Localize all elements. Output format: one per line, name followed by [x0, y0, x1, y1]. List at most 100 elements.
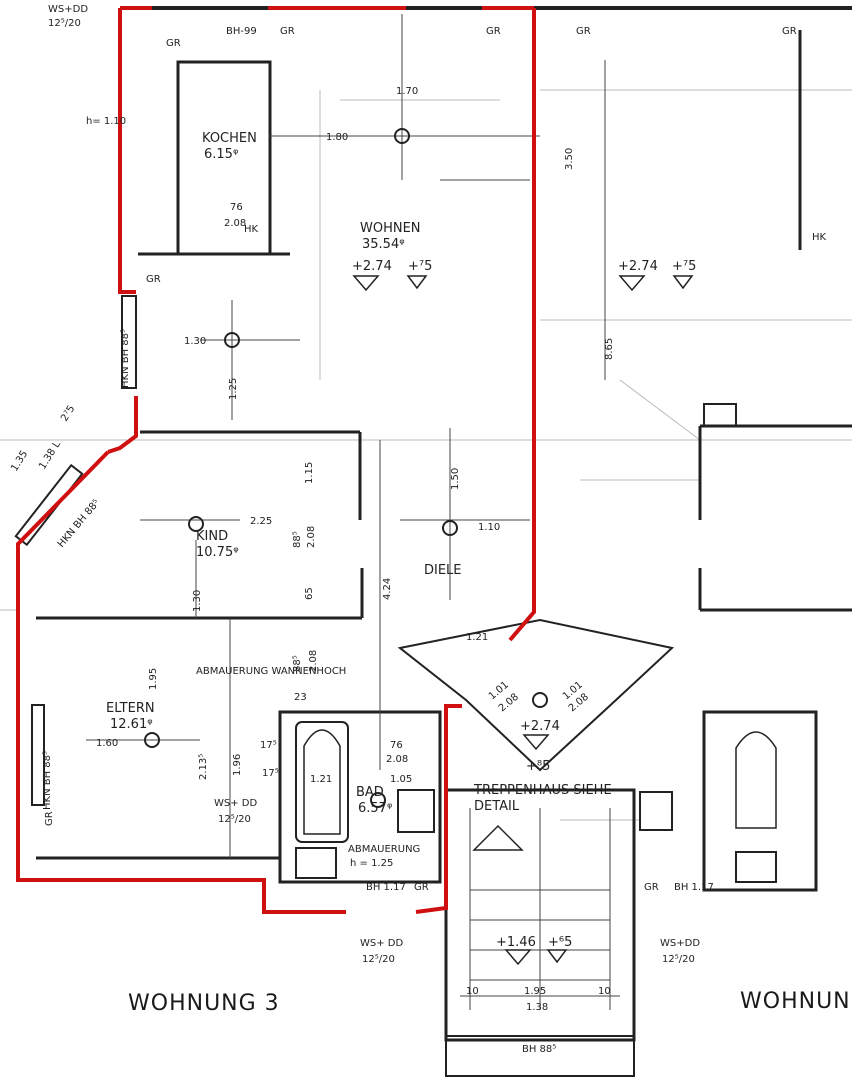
dim-10-stair-r: 10: [598, 986, 611, 997]
dim-115: 1.15: [304, 462, 315, 484]
kitchen-area: 6.15ᵠ: [204, 147, 238, 162]
kitchen-name: KOCHEN: [202, 131, 257, 146]
living-level: +2.74: [352, 259, 392, 274]
dim-135: 1.35: [9, 449, 30, 474]
apartment-name-left: WOHNUNG 3: [128, 991, 280, 1016]
dim-865: 8.65: [604, 338, 615, 360]
landing-level-2: +⁸5: [526, 759, 550, 774]
living-level-2: +⁷5: [408, 259, 432, 274]
dim-76-bath: 76: [390, 740, 403, 751]
landing-level: +2.74: [520, 719, 560, 734]
dim-130: 1.30: [184, 336, 206, 347]
abmauerung-height: h = 1.25: [350, 858, 393, 869]
dim-65: 65: [304, 587, 315, 600]
gr-top: GR: [280, 26, 295, 37]
gr-bath: GR: [414, 882, 429, 893]
gr-parents: GR: [44, 811, 55, 826]
gr-right: GR: [644, 882, 659, 893]
right-level-2: +⁷5: [672, 259, 696, 274]
walls: [14, 6, 852, 1077]
child-name: KIND: [196, 529, 228, 544]
right-level: +2.74: [618, 259, 658, 274]
hkn-bh-label-2: HKN BH 88⁵: [56, 498, 102, 550]
dim-195: 1.95: [524, 986, 546, 997]
level-markers: [144, 128, 694, 966]
parents-name: ELTERN: [106, 701, 155, 716]
hkn-bh-label-3: HKN BH 88⁵: [42, 751, 53, 810]
dim-180: 1.80: [326, 132, 348, 143]
ws-dd-bath-size: 12⁵/20: [218, 814, 251, 825]
stairs-level-2: +⁶5: [548, 935, 572, 950]
hk-right: HK: [812, 232, 827, 243]
dim-885-bath: 88⁵: [292, 655, 303, 672]
ws-dd-top: WS+DD: [48, 4, 88, 15]
dim-170: 1.70: [396, 86, 418, 97]
h110-label: h= 1.10: [86, 116, 126, 127]
dim-350: 3.50: [564, 148, 575, 170]
dim-125: 1.25: [228, 378, 239, 400]
living-area: 35.54ᵠ: [362, 237, 405, 252]
annotations: WS+DD 12⁵/20 GR BH-99 GR GR GR GR h= 1.1…: [42, 4, 827, 1055]
background-linework: [0, 89, 852, 821]
dim-208-bath-v: 2.08: [308, 650, 319, 672]
bath-name: BAD: [356, 785, 384, 800]
dim-160: 1.60: [96, 738, 118, 749]
dim-175: 17⁵: [260, 740, 277, 751]
abmauerung-wanne: ABMAUERUNG WANNENHOCH: [196, 666, 346, 677]
dim-10-stair-l: 10: [466, 986, 479, 997]
ws-dd-stair: WS+ DD: [360, 938, 403, 949]
gr-top-3: GR: [576, 26, 591, 37]
ws-dd-bath: WS+ DD: [214, 798, 257, 809]
stairs-level: +1.46: [496, 935, 536, 950]
child-area: 10.75ᵠ: [196, 545, 239, 560]
apartment-boundary-outline: [16, 6, 536, 914]
dim-23: 23: [294, 692, 307, 703]
dim-105: 1.05: [390, 774, 412, 785]
apartment-name-right: WOHNUN: [740, 989, 851, 1014]
ws-dd-right-size: 12⁵/20: [662, 954, 695, 965]
stairs-label: TREPPENHAUS SIEHE: [473, 783, 612, 798]
dim-208-bath: 2.08: [386, 754, 408, 765]
dim-138: 1.38: [526, 1002, 548, 1013]
bath-area: 6.57ᵠ: [358, 801, 392, 816]
dim-175b: 17⁵: [262, 768, 279, 779]
ws-dd-right: WS+DD: [660, 938, 700, 949]
stairs-label-detail: DETAIL: [474, 799, 520, 814]
dim-275: 2⁷5: [59, 404, 77, 424]
dim-121b: 1.21: [310, 774, 332, 785]
dim-208-kitchen: 2.08: [224, 218, 246, 229]
dim-196: 1.96: [232, 754, 243, 776]
dimension-lines: [86, 14, 620, 997]
dim-885-child: 88⁵: [292, 531, 303, 548]
dim-424: 4.24: [382, 578, 393, 600]
hkn-bh-label-1: HKN BH 88⁵: [120, 329, 131, 388]
dimension-texts: 1.70 1.80 3.50 1.30 1.25 2.25 1.50 1.10 …: [9, 86, 615, 1013]
living-name: WOHNEN: [360, 221, 421, 236]
gr-left: GR: [146, 274, 161, 285]
hk-kitchen: HK: [244, 224, 259, 235]
bh117-right: BH 1.17: [674, 882, 714, 893]
dim-208-child: 2.08: [306, 526, 317, 548]
ws-dd-top-size: 12⁵/20: [48, 18, 81, 29]
gr-kitchen: GR: [166, 38, 181, 49]
abmauerung-label: ABMAUERUNG: [348, 844, 420, 855]
bh99-label: BH-99: [226, 26, 257, 37]
dim-121: 1.21: [466, 632, 488, 643]
dim-225: 2.25: [250, 516, 272, 527]
gr-top-4: GR: [782, 26, 797, 37]
hall-name: DIELE: [424, 563, 462, 578]
dim-138l: 1.38 L: [37, 439, 63, 471]
dim-195-parents: 1.95: [148, 668, 159, 690]
gr-top-2: GR: [486, 26, 501, 37]
dim-2135: 2.13⁵: [198, 754, 209, 780]
bh885-stair: BH 88⁵: [522, 1044, 556, 1055]
room-labels: KOCHEN 6.15ᵠ WOHNEN 35.54ᵠ +2.74 +⁷5 KIN…: [106, 131, 696, 950]
dim-76: 76: [230, 202, 243, 213]
ws-dd-stair-size: 12⁵/20: [362, 954, 395, 965]
dim-150: 1.50: [450, 468, 461, 490]
bh117-left: BH 1.17: [366, 882, 406, 893]
dim-130-child: 1.30: [192, 590, 203, 612]
parents-area: 12.61ᵠ: [110, 717, 153, 732]
dim-110: 1.10: [478, 522, 500, 533]
